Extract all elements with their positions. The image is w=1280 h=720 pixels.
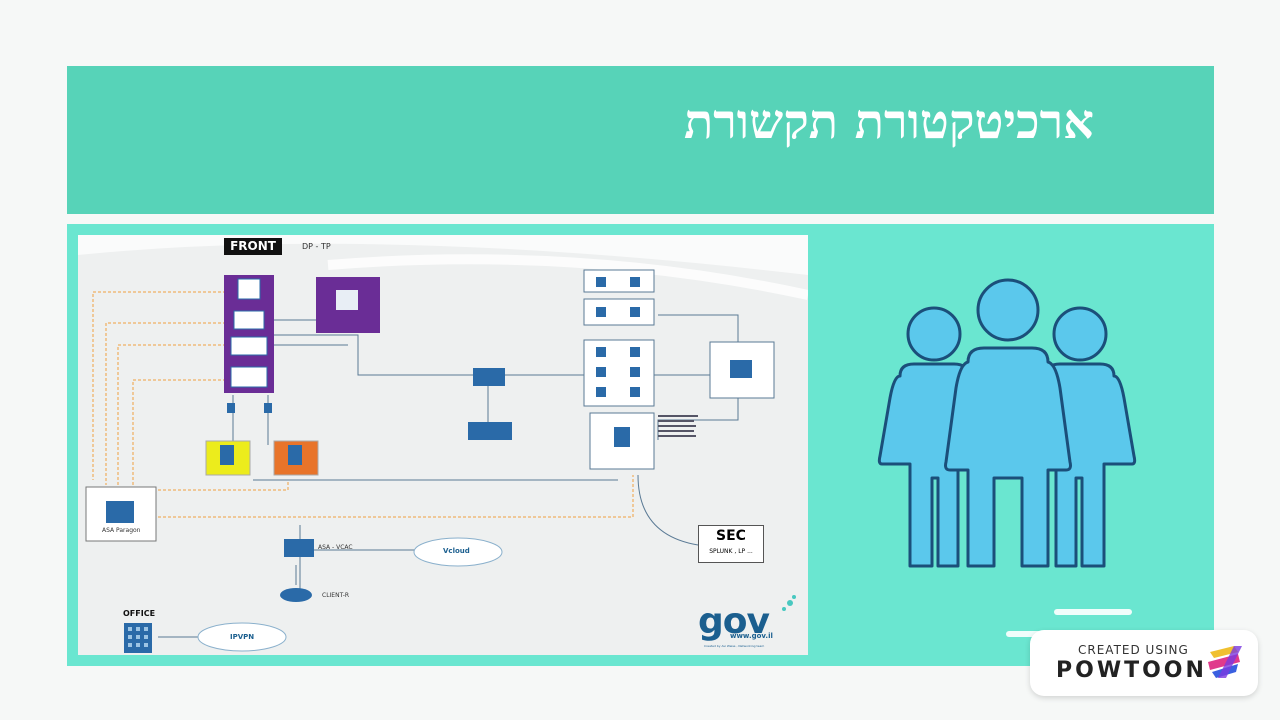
title-bar: ארכיטקטורת תקשורת [67, 66, 1214, 214]
client-r-label: CLIENT-R [322, 592, 350, 599]
powtoon-badge[interactable]: CREATED USING POWTOON [1030, 630, 1258, 696]
dashed-links [92, 291, 634, 518]
asa-paragon-label: ASA Paragon [102, 527, 141, 534]
sec-box: SEC SPLUNK , LP ... [698, 525, 764, 563]
asa-vcac-label: ASA - VCAC [318, 544, 353, 551]
ipvpn-label: IPVPN [230, 633, 255, 641]
gov-logo: gov [698, 601, 770, 642]
people-group-icon [876, 278, 1138, 574]
badge-powtoon: POWTOON [1056, 658, 1207, 683]
vcloud-label: Vcloud [443, 547, 470, 555]
sec-title: SEC [716, 528, 746, 544]
gov-credit: Created by Avi Weiss , Networking team [704, 644, 765, 648]
badge-created-using: CREATED USING [1078, 643, 1189, 657]
powtoon-logo-icon [1204, 642, 1244, 686]
deco-stroke [1054, 609, 1132, 615]
ipvpn-cloud-icon [197, 622, 287, 652]
office-label: OFFICE [123, 609, 156, 618]
center-router-icon [473, 368, 505, 386]
sec-subtitle: SPLUNK , LP ... [709, 548, 753, 555]
diagram-drawing [78, 235, 808, 653]
gov-url: www.gov.il [730, 632, 773, 640]
network-diagram: FRONT DP - TP ASA Paragon ASA - VCAC CLI… [78, 235, 808, 655]
lower-router-icon [468, 422, 512, 440]
vcloud-cloud-icon [413, 537, 503, 567]
front-label: FRONT [224, 238, 282, 255]
asa-vcac-icon [284, 539, 314, 557]
slide-title: ארכיטקטורת תקשורת [683, 94, 1094, 150]
client-router-icon [280, 588, 312, 602]
dp-tp-label: DP - TP [302, 242, 331, 251]
